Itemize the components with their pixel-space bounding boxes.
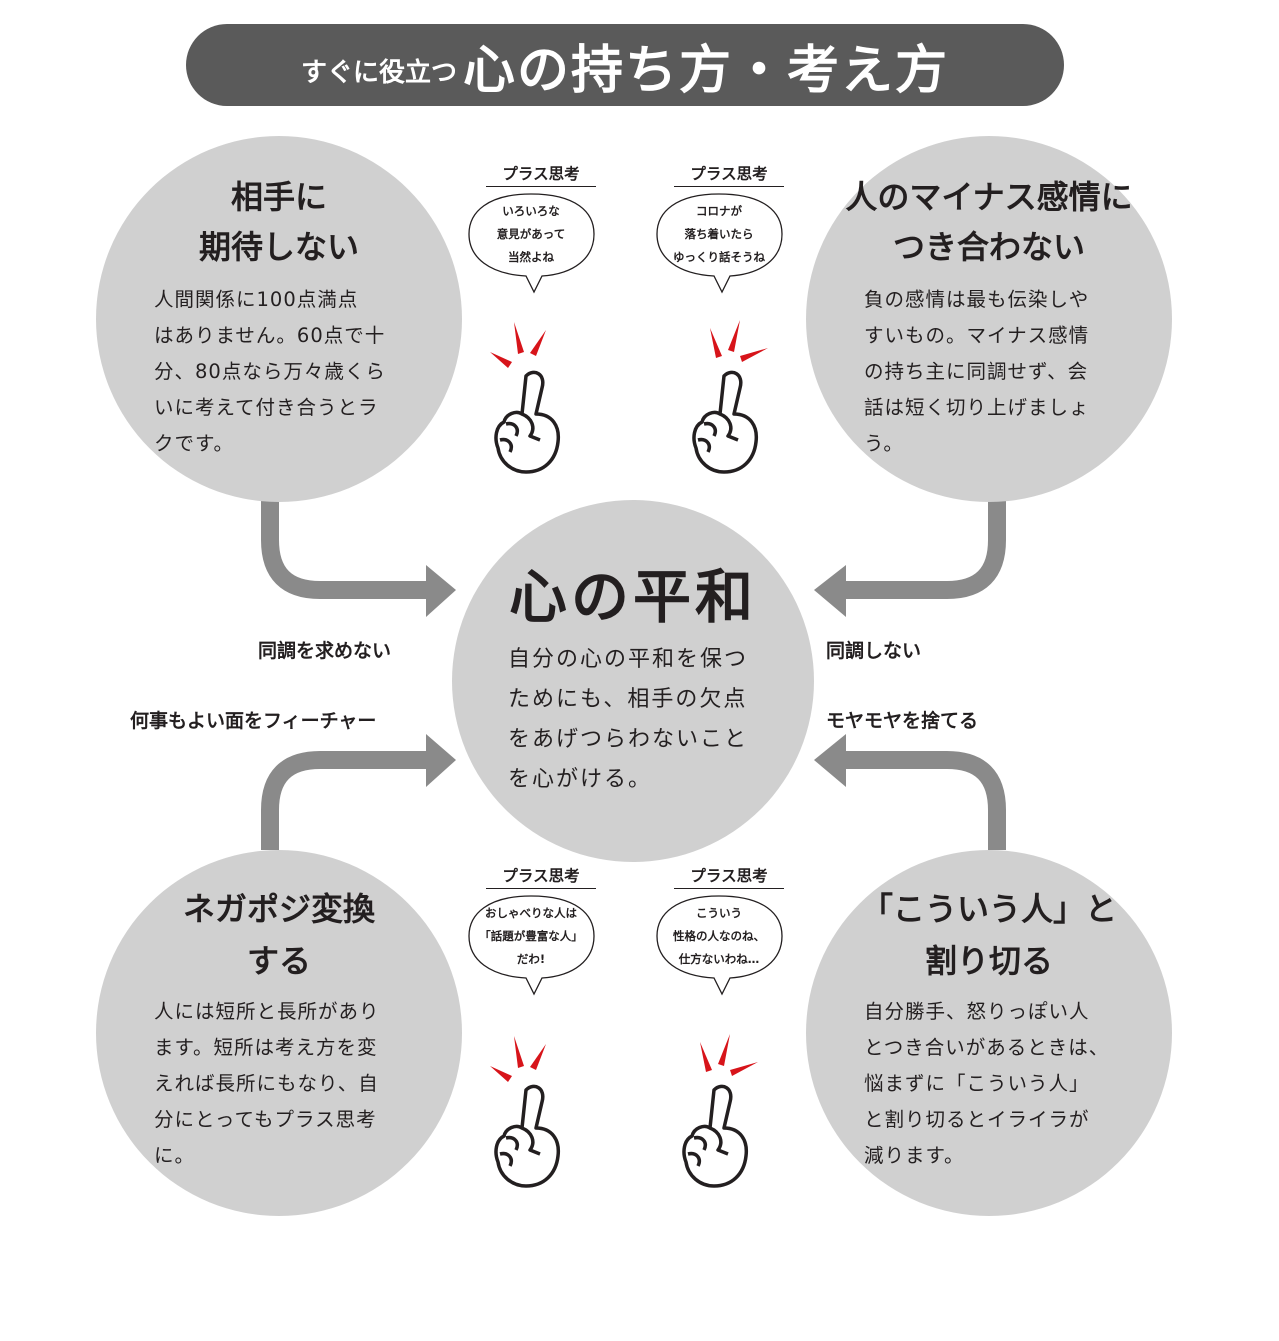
curved-arrow-icon [261, 751, 430, 850]
bubble-line: 落ち着いたら [684, 226, 754, 241]
bubble-line: 意見があって [496, 226, 566, 241]
speech-bubble: いろいろな 意見があって 当然よね [466, 190, 596, 294]
bubble-line: こういう [696, 905, 742, 920]
tip-title: 相手に [230, 178, 327, 216]
curved-arrow-icon [261, 500, 430, 599]
bubble-line: 「話題が豊富な人」 [479, 928, 583, 943]
bubble-line: コロナが [696, 203, 742, 218]
tip-circle-this-kind-of-person: 「こういう人」と 割り切る 自分勝手、怒りっぽい人 とつき合いがあるときは、 悩… [806, 850, 1172, 1216]
tip-title: 割り切る [924, 942, 1053, 980]
curved-arrow-icon [840, 500, 1006, 599]
speech-bubble-icon [656, 193, 783, 294]
bubble-line: 当然よね [508, 249, 554, 264]
pointing-up-hand-icon [490, 1036, 561, 1188]
tip-title: ネガポジ変換 [182, 890, 375, 928]
tip-title: 期待しない [198, 228, 359, 266]
red-emphasis-marks-icon [700, 1034, 758, 1076]
bubble-line: ゆっくり話そうね [673, 249, 765, 264]
plus-thinking-block: プラス思考 いろいろな 意見があって 当然よね [468, 162, 596, 294]
title-banner: すぐに役立つ 心の持ち方・考え方 [186, 24, 1064, 106]
bubble-line: 仕方ないわね… [678, 951, 760, 966]
pointing-up-hand-icon [682, 1034, 758, 1188]
tip-body: 負の感情は最も伝染しや すいもの。マイナス感情 の持ち主に同調せず、会 話は短く… [864, 288, 1090, 455]
title-subtitle: すぐに役立つ [300, 57, 457, 88]
red-emphasis-marks-icon [490, 1036, 546, 1082]
plus-thinking-heading: プラス思考 [486, 162, 596, 187]
center-body: 自分の心の平和を保つ ためにも、相手の欠点 をあげつらわないこと を心がける。 [508, 647, 749, 792]
red-emphasis-marks-icon [490, 322, 546, 368]
tip-circle-nega-posi: ネガポジ変換 する 人には短所と長所があり ます。短所は考え方を変 えれば長所に… [96, 850, 462, 1216]
pointing-up-hand-icon [692, 320, 768, 474]
tip-circle-negative-emotions: 人のマイナス感情に つき合わない 負の感情は最も伝染しや すいもの。マイナス感情… [806, 136, 1172, 502]
bubble-line: だわ! [516, 951, 546, 966]
plus-thinking-heading: プラス思考 [674, 864, 784, 889]
arrow-label-top-left: 同調を求めない [258, 640, 392, 662]
curved-arrow-icon [840, 751, 1006, 850]
tip-body: 自分勝手、怒りっぽい人 とつき合いがあるときは、 悩まずに「こういう人」 と割り… [864, 1000, 1110, 1167]
bubble-line: おしゃべりな人は [485, 905, 577, 920]
tip-title: する [246, 942, 311, 980]
speech-bubble: おしゃべりな人は 「話題が豊富な人」 だわ! [466, 892, 596, 996]
tip-title: 人のマイナス感情に [845, 178, 1133, 216]
tip-circle-no-expectations: 相手に 期待しない 人間関係に100点満点 はありません。60点で十 分、80点… [96, 136, 462, 502]
red-emphasis-marks-icon [710, 320, 768, 362]
tip-body: 人には短所と長所があり ます。短所は考え方を変 えれば長所にもなり、自 分にとっ… [154, 1000, 380, 1167]
speech-bubble-icon [468, 193, 595, 294]
arrow-label-top-right: 同調しない [826, 640, 922, 662]
arrow-label-bottom-right: モヤモヤを捨てる [826, 710, 979, 732]
speech-bubble-icon [468, 895, 595, 996]
tip-title: 「こういう人」と [860, 890, 1117, 928]
arrow-label-bottom-left: 何事もよい面をフィーチャー [130, 710, 377, 732]
plus-thinking-heading: プラス思考 [674, 162, 784, 187]
plus-thinking-block: プラス思考 こういう 性格の人なのね、 仕方ないわね… [656, 864, 784, 996]
bubble-line: 性格の人なのね、 [673, 928, 765, 943]
pointing-up-hand-icon [490, 322, 561, 474]
speech-bubble: こういう 性格の人なのね、 仕方ないわね… [654, 892, 784, 996]
center-circle-peace-of-mind: 心の平和 自分の心の平和を保つ ためにも、相手の欠点 をあげつらわないこと を心… [452, 500, 814, 862]
center-title: 心の平和 [508, 563, 757, 631]
bubble-line: いろいろな [502, 203, 560, 218]
plus-thinking-block: プラス思考 コロナが 落ち着いたら ゆっくり話そうね [656, 162, 784, 294]
speech-bubble: コロナが 落ち着いたら ゆっくり話そうね [654, 190, 784, 294]
tip-title: つき合わない [892, 228, 1085, 266]
plus-thinking-block: プラス思考 おしゃべりな人は 「話題が豊富な人」 だわ! [468, 864, 596, 996]
tip-body: 人間関係に100点満点 はありません。60点で十 分、80点なら万々歳くら いに… [154, 288, 386, 455]
plus-thinking-heading: プラス思考 [486, 864, 596, 889]
speech-bubble-icon [656, 895, 783, 996]
page-title: 心の持ち方・考え方 [463, 40, 950, 101]
